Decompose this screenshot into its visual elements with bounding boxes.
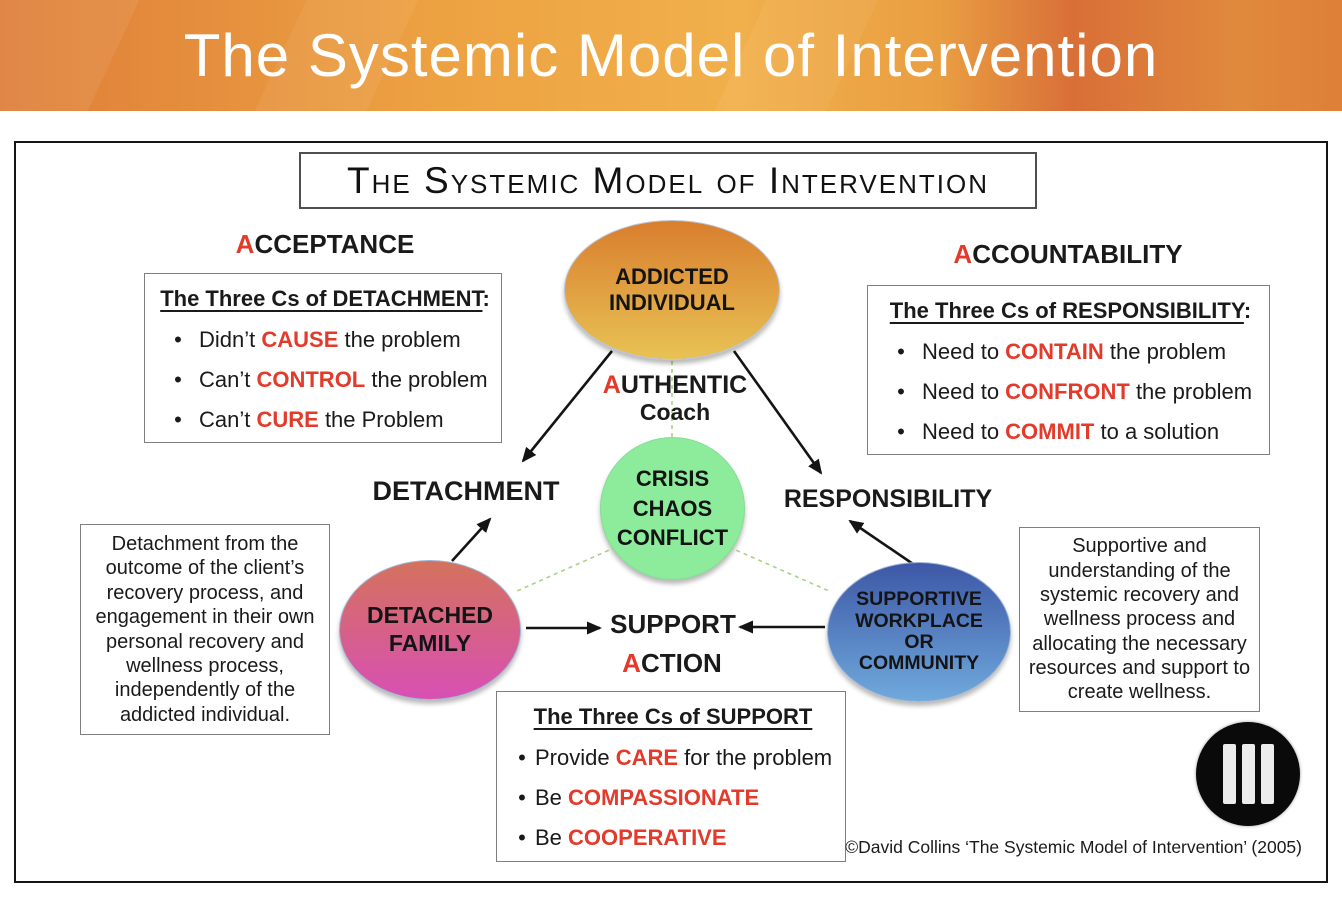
node-line: CHAOS [632, 495, 713, 521]
bullet-text: Be COMPASSIONATE [535, 785, 760, 810]
bullet-item: • Can’t CURE the Problem [157, 406, 493, 434]
bullet-icon: • [897, 379, 905, 404]
logo-bar-icon [1241, 744, 1255, 804]
bullet-text: Didn’t CAUSE the problem [199, 327, 461, 352]
family-description-box: Detachment from the outcome of the clien… [80, 524, 330, 735]
acceptance-rest: CCEPTANCE [254, 229, 415, 259]
heading-text: The Three Cs of RESPONSIBILITY [889, 298, 1244, 323]
three-cs-detachment-heading: The Three Cs of DETACHMENT: [157, 284, 493, 314]
bullet-item: • Need to CONTAIN the problem [880, 338, 1261, 366]
heading-text: The Three Cs of SUPPORT [533, 704, 813, 729]
acceptance-label: ACCEPTANCE [180, 229, 470, 260]
node-line: OR [904, 631, 934, 653]
bullet-item: • Need to COMMIT to a solution [880, 418, 1261, 446]
bullet-text: Be COOPERATIVE [535, 825, 727, 850]
node-line: DETACHED [366, 602, 494, 629]
addicted-individual-node: ADDICTED INDIVIDUAL [564, 220, 780, 360]
heading-text: The Three Cs of DETACHMENT [160, 286, 483, 311]
heading-colon: : [482, 286, 490, 311]
bullet-text: Can’t CONTROL the problem [199, 367, 488, 392]
bullet-text: Provide CARE for the problem [535, 745, 833, 770]
bullet-icon: • [518, 825, 526, 850]
three-cs-detachment-box: The Three Cs of DETACHMENT: • Didn’t CAU… [144, 273, 502, 443]
action-label: ACTION [597, 648, 747, 679]
node-line: CONFLICT [616, 525, 729, 551]
copyright-text: ©David Collins ‘The Systemic Model of In… [845, 837, 1302, 857]
bullet-item: • Be COMPASSIONATE [509, 784, 837, 812]
acceptance-initial: A [235, 229, 255, 259]
bullet-item: • Didn’t CAUSE the problem [157, 326, 493, 354]
bullet-icon: • [174, 407, 182, 432]
workplace-description-box: Supportive and understanding of the syst… [1019, 527, 1260, 712]
family-description-text: Detachment from the outcome of the clien… [95, 532, 315, 726]
three-cs-support-box: The Three Cs of SUPPORT • Provide CARE f… [496, 691, 846, 862]
diagram-title: The Systemic Model of Intervention [347, 159, 989, 201]
accountability-rest: CCOUNTABILITY [972, 239, 1183, 269]
three-cs-responsibility-heading: The Three Cs of RESPONSIBILITY: [880, 296, 1261, 326]
three-bars-logo [1196, 722, 1300, 826]
logo-bar-icon [1222, 744, 1236, 804]
support-label: SUPPORT [610, 609, 736, 639]
bullet-icon: • [518, 785, 526, 810]
header-banner: The Systemic Model of Intervention [0, 0, 1342, 111]
logo-bar-icon [1260, 744, 1274, 804]
authentic-initial: A [602, 371, 621, 399]
bullet-icon: • [518, 745, 526, 770]
node-line: WORKPLACE [855, 609, 983, 632]
three-cs-support-heading: The Three Cs of SUPPORT [509, 702, 837, 732]
detached-family-node: DETACHED FAMILY [339, 560, 521, 700]
node-line: FAMILY [388, 630, 472, 656]
bullet-item: • Can’t CONTROL the problem [157, 366, 493, 394]
diagram-title-box: The Systemic Model of Intervention [299, 152, 1037, 209]
supportive-workplace-node: SUPPORTIVE WORKPLACE OR COMMUNITY [827, 562, 1011, 702]
bullet-item: • Provide CARE for the problem [509, 744, 837, 772]
workplace-description-text: Supportive and understanding of the syst… [1028, 535, 1251, 704]
bullet-icon: • [897, 419, 905, 444]
bullet-item: • Be COOPERATIVE [509, 824, 837, 852]
bullet-text: Can’t CURE the Problem [199, 407, 444, 432]
node-line: INDIVIDUAL [609, 290, 735, 315]
banner-title: The Systemic Model of Intervention [183, 22, 1159, 89]
bullet-icon: • [174, 367, 182, 392]
heading-colon: : [1243, 298, 1252, 323]
action-rest: CTION [640, 648, 722, 678]
responsibility-label: RESPONSIBILITY [783, 485, 993, 513]
bullet-icon: • [174, 327, 182, 352]
authentic-label: AUTHENTIC [575, 371, 775, 400]
node-line: CRISIS [635, 466, 710, 492]
bullet-icon: • [897, 339, 905, 364]
three-cs-responsibility-box: The Three Cs of RESPONSIBILITY: • Need t… [867, 285, 1270, 455]
action-initial: A [622, 648, 641, 678]
node-line: ADDICTED [615, 263, 729, 289]
accountability-label: ACCOUNTABILITY [918, 239, 1218, 270]
authentic-rest: UTHENTIC [620, 371, 748, 399]
bullet-text: Need to COMMIT to a solution [922, 419, 1220, 444]
coach-label: Coach [639, 399, 711, 425]
bullet-item: • Need to CONFRONT the problem [880, 378, 1261, 406]
node-line: SUPPORTIVE [856, 588, 982, 611]
accountability-initial: A [953, 239, 973, 269]
bullet-text: Need to CONTAIN the problem [922, 339, 1227, 364]
detachment-label: DETACHMENT [372, 476, 560, 506]
crisis-chaos-conflict-node: CRISIS CHAOS CONFLICT [600, 437, 745, 580]
bullet-text: Need to CONFRONT the problem [922, 379, 1253, 404]
node-line: COMMUNITY [858, 652, 980, 675]
